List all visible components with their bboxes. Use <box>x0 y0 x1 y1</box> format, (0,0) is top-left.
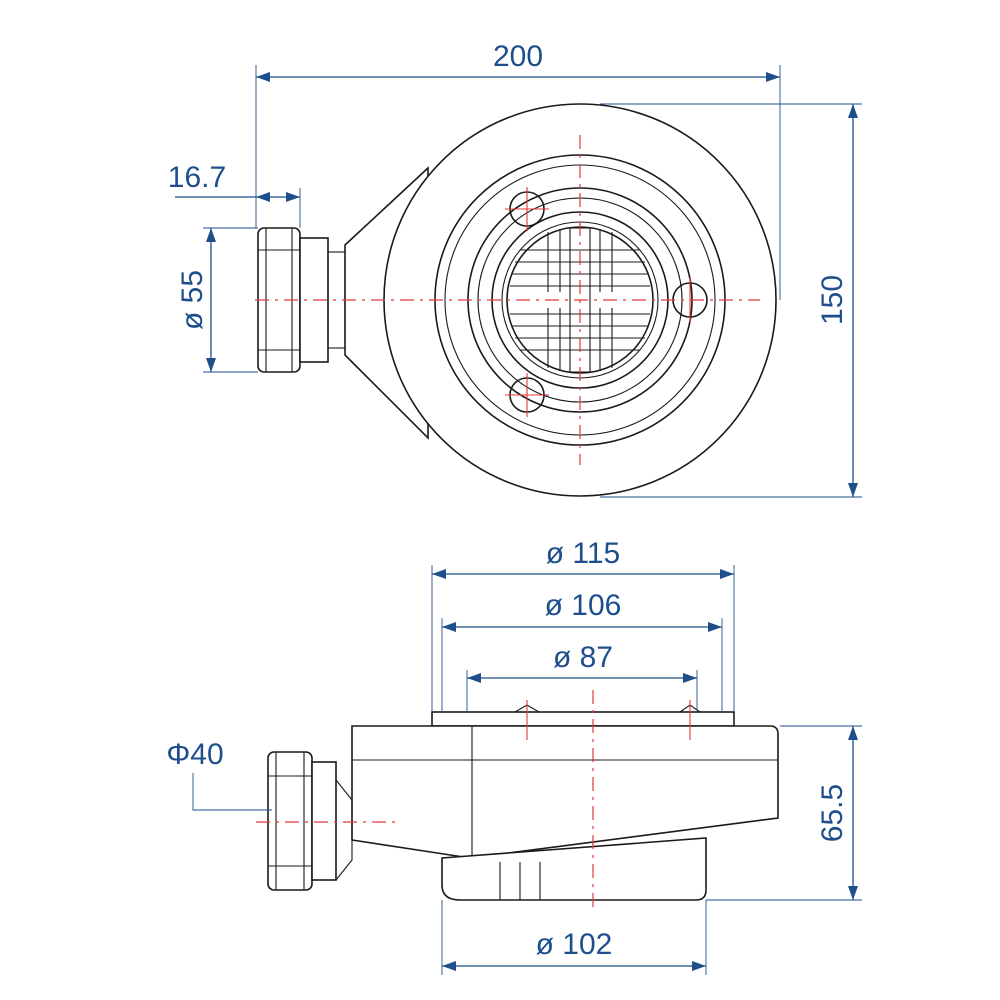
side-view-dimensions: ø 115 ø 106 ø 87 65.5 Φ40 ø 102 <box>166 537 862 975</box>
dim-label-flange-mid: ø 106 <box>545 589 622 622</box>
dim-label-offset: 16.7 <box>168 161 226 194</box>
side-view-bottom-bowl <box>441 837 707 901</box>
dim-label-bottom: ø 102 <box>536 928 613 961</box>
top-view <box>255 103 777 497</box>
top-view-dimensions: 200 150 16.7 ø 55 <box>168 40 862 498</box>
side-view-flange <box>431 711 735 727</box>
dim-leader-outlet-40 <box>192 773 272 811</box>
side-view-outlet-nut <box>267 751 313 891</box>
dim-label-width: 200 <box>493 40 543 73</box>
dim-label-side-height: 65.5 <box>816 784 849 842</box>
dim-label-outlet-side: Φ40 <box>166 738 223 771</box>
dim-label-flange-outer: ø 115 <box>546 537 621 570</box>
side-view-outlet-pipe <box>311 761 337 881</box>
side-view-body <box>351 725 779 859</box>
dim-label-flange-inner: ø 87 <box>553 641 613 674</box>
dim-label-height: 150 <box>816 275 849 325</box>
side-view <box>256 690 779 910</box>
dim-label-outlet-top: ø 55 <box>176 270 209 330</box>
